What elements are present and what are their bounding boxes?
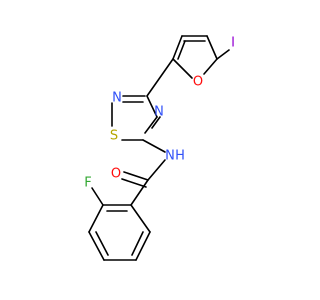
bond bbox=[130, 179, 149, 206]
atom-nitrogen-4: N bbox=[154, 105, 164, 120]
bond bbox=[88, 231, 105, 261]
bond bbox=[177, 40, 186, 60]
atom-iodine: I bbox=[231, 36, 235, 51]
bond bbox=[95, 231, 109, 256]
bond bbox=[216, 49, 230, 60]
bond bbox=[146, 58, 174, 97]
atom-nitrogen-2: N bbox=[112, 91, 122, 106]
atom-oxygen-furan: O bbox=[193, 75, 203, 90]
bond bbox=[147, 159, 166, 181]
atom-oxygen-carbonyl: O bbox=[111, 167, 121, 182]
molecule-structure: I O N S N O N H F bbox=[84, 35, 235, 261]
bond bbox=[144, 116, 158, 134]
bond bbox=[146, 95, 158, 118]
bond bbox=[91, 187, 104, 206]
bond bbox=[123, 171, 149, 181]
bond bbox=[151, 116, 161, 129]
bonds bbox=[88, 35, 230, 261]
bond bbox=[142, 139, 166, 153]
bond bbox=[172, 35, 183, 60]
bond bbox=[130, 204, 151, 233]
bond bbox=[206, 35, 218, 60]
atom-hydrogen-amide: H bbox=[175, 149, 185, 164]
bond bbox=[203, 58, 218, 75]
bond bbox=[121, 178, 147, 188]
bond bbox=[131, 231, 144, 256]
atom-labels: I O N S N O N H F bbox=[84, 36, 235, 191]
bond bbox=[172, 58, 193, 79]
bond bbox=[135, 231, 151, 261]
atom-fluorine: F bbox=[84, 176, 91, 191]
atom-sulfur: S bbox=[110, 129, 118, 144]
atom-nitrogen-amide: N bbox=[165, 149, 175, 164]
bond bbox=[88, 204, 104, 233]
